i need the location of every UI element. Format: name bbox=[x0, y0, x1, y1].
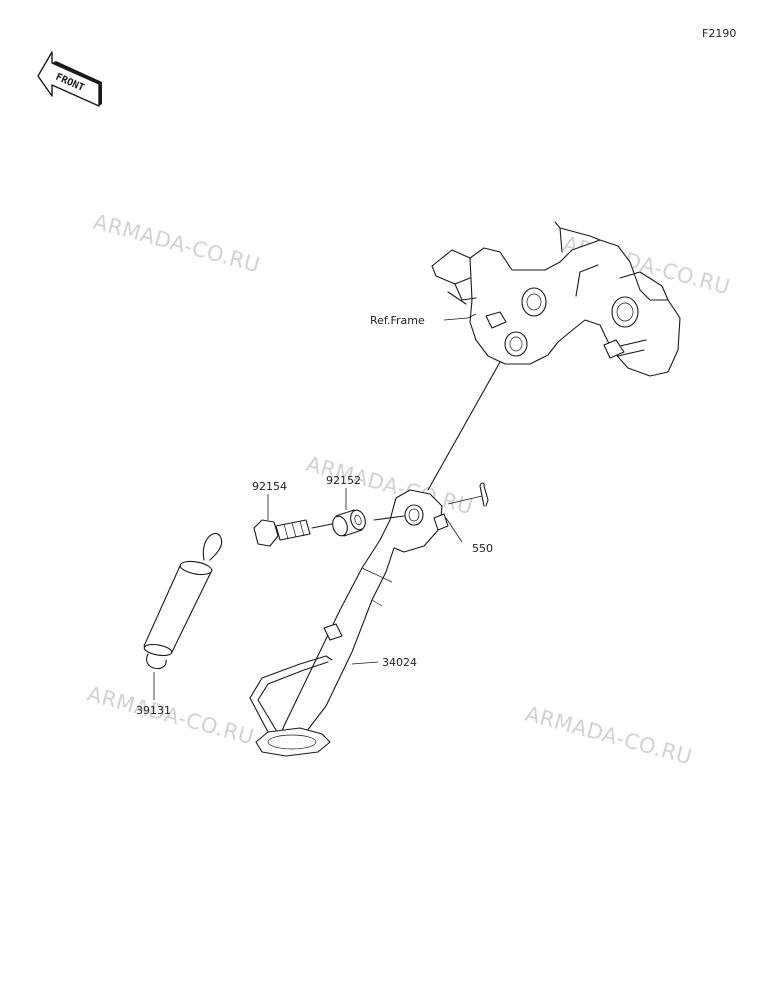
spring bbox=[143, 533, 223, 670]
label-550: 550 bbox=[472, 542, 493, 555]
collar bbox=[332, 509, 366, 537]
frame-bracket bbox=[431, 221, 681, 377]
watermark-1: ARMADA-CO.RU bbox=[91, 210, 263, 278]
leader-ref-frame bbox=[443, 313, 477, 321]
cotter-pin bbox=[479, 482, 489, 507]
label-92152: 92152 bbox=[326, 474, 361, 487]
watermark-5: ARMADA-CO.RU bbox=[523, 702, 695, 770]
side-stand bbox=[249, 489, 449, 757]
front-arrow-icon: FRONT bbox=[37, 51, 102, 107]
label-39131: 39131 bbox=[136, 704, 171, 717]
pivot-line bbox=[427, 361, 501, 491]
label-92154: 92154 bbox=[252, 480, 287, 493]
leader-34024 bbox=[351, 661, 379, 665]
label-34024: 34024 bbox=[382, 656, 417, 669]
bolt bbox=[253, 519, 311, 547]
label-ref-frame: Ref.Frame bbox=[370, 314, 425, 327]
diagram-code: F2190 bbox=[702, 27, 736, 40]
leader-550 bbox=[447, 495, 483, 505]
